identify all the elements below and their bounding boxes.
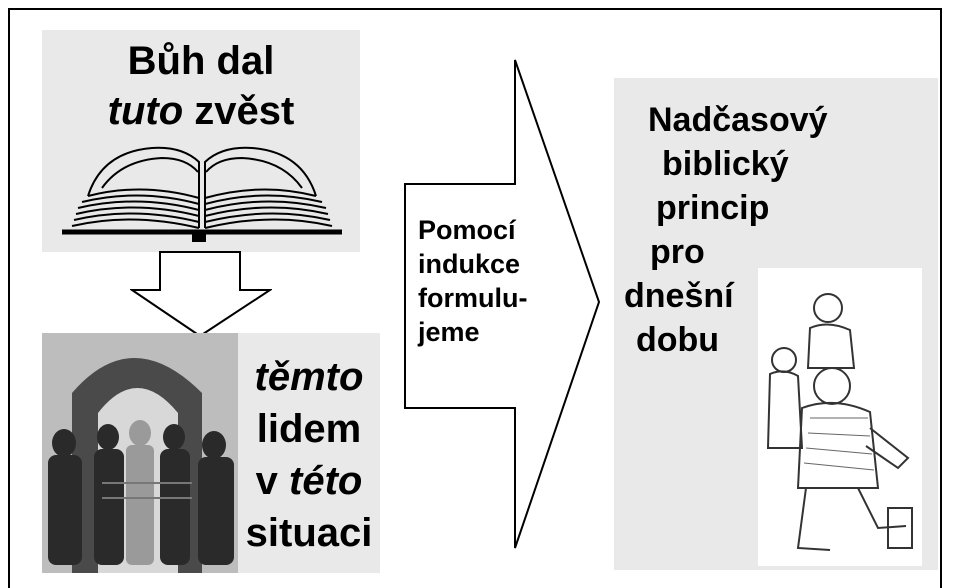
people-line-4: situaci	[245, 511, 373, 555]
principle-line-1: Nadčasový	[648, 101, 828, 139]
principle-line-4: pro	[650, 233, 705, 271]
crowd-illustration-icon	[42, 333, 238, 573]
people-line-3: v této	[238, 455, 380, 507]
induction-line-2: indukce	[418, 249, 521, 279]
god-line-2-rest: zvěst	[183, 89, 295, 133]
people-line-1-emphasis: těmto	[254, 355, 364, 399]
people-situation-text: těmto lidem v této situaci	[238, 351, 380, 559]
people-situation-box: těmto lidem v této situaci	[42, 333, 380, 573]
god-message-title: Bůh dal tuto zvěst	[42, 36, 360, 136]
god-line-1: Bůh dal	[127, 39, 275, 83]
down-arrow-icon	[130, 251, 272, 338]
people-line-3-pre: v	[255, 459, 290, 503]
slide-frame	[8, 8, 942, 588]
people-line-1: těmto	[238, 351, 380, 403]
family-illustration-icon	[758, 268, 922, 566]
god-line-2: tuto zvěst	[42, 86, 360, 136]
induction-line-3: formulu-	[418, 283, 528, 313]
induction-label: Pomocí indukce formulu- jeme	[418, 213, 578, 349]
principle-box: Nadčasový biblický princip pro dnešní do…	[614, 78, 938, 570]
god-line-2-emphasis: tuto	[107, 89, 184, 133]
people-line-2: lidem	[256, 407, 362, 451]
people-line-3-emphasis: této	[289, 459, 363, 503]
principle-text: Nadčasový biblický princip pro dnešní do…	[614, 98, 938, 362]
principle-line-5: dnešní	[624, 277, 734, 315]
right-arrow-icon	[404, 59, 601, 549]
god-message-box: Bůh dal tuto zvěst	[42, 30, 360, 252]
induction-line-1: Pomocí	[418, 215, 516, 245]
principle-line-3: princip	[656, 189, 770, 227]
open-book-icon	[62, 146, 342, 242]
principle-line-2: biblický	[662, 145, 789, 183]
principle-line-6: dobu	[636, 321, 720, 359]
induction-line-4: jeme	[418, 317, 480, 347]
